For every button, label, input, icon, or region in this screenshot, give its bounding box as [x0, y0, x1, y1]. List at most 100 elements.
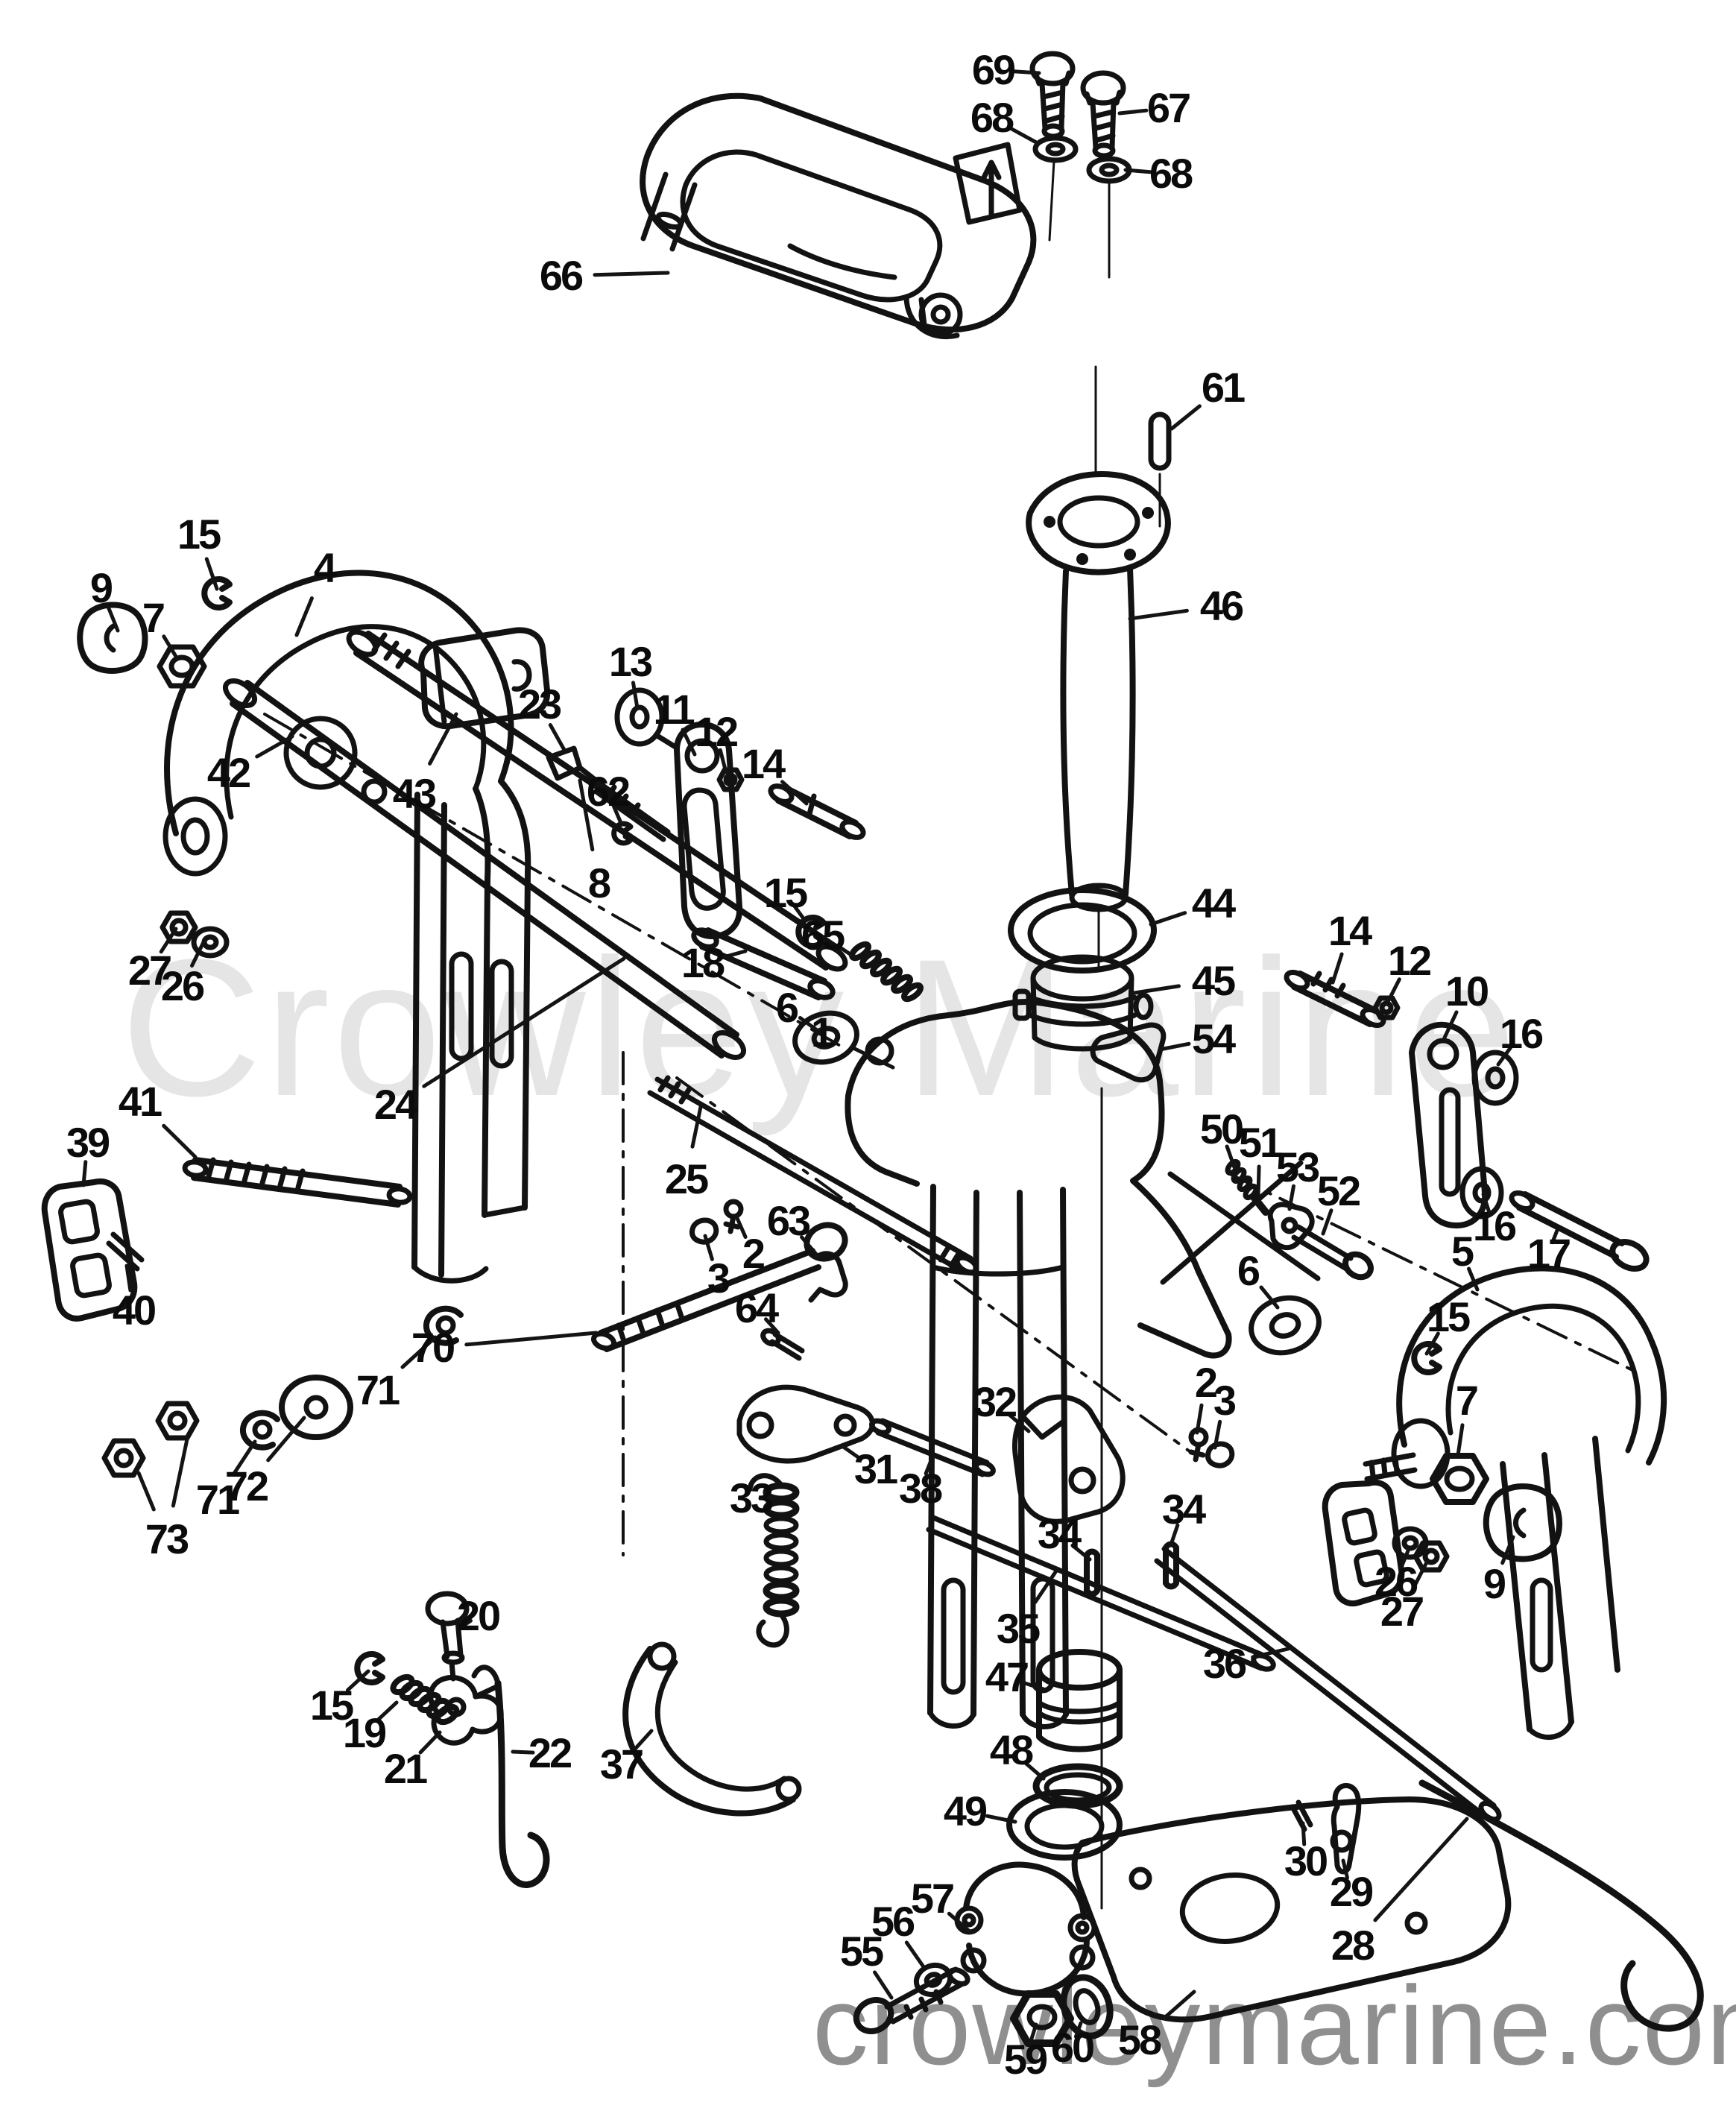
- callout-24-29: 24: [373, 1081, 418, 1128]
- hook-rod-28: [1418, 1779, 1704, 2032]
- callout-72-81: 72: [224, 1463, 269, 1509]
- callout-69-0: 69: [971, 46, 1016, 93]
- leader-line-2-51: [1195, 1403, 1204, 1435]
- callout-3-52: 3: [1213, 1377, 1237, 1424]
- callout-41-27: 41: [118, 1078, 162, 1125]
- leader-line-45-32: [1132, 984, 1181, 995]
- leader-line-7-46: [1456, 1423, 1465, 1457]
- leader-line-16-41: [1496, 1046, 1512, 1067]
- leader-line-43-13: [428, 712, 458, 766]
- leader-line-16-42: [1481, 1192, 1492, 1214]
- leader-line-15-7: [204, 557, 219, 591]
- leader-line-35-56: [1033, 1568, 1059, 1604]
- leader-line-46-6: [1128, 608, 1189, 621]
- leader-line-18-20: [719, 949, 748, 960]
- leader-line-65-22: [835, 944, 858, 960]
- callout-22-74: 22: [528, 1729, 572, 1776]
- callout-16-42: 16: [1472, 1202, 1517, 1249]
- leader-line-71-82: [232, 1439, 257, 1476]
- leader-line-38-71: [924, 1453, 935, 1476]
- nuts-and-knobs: [77, 602, 1562, 2047]
- steering-handle-bracket: [640, 92, 1037, 339]
- callout-71-82: 71: [195, 1476, 240, 1523]
- clamp-bracket-left: [162, 569, 531, 1284]
- pins-and-bolts: [106, 783, 1650, 2034]
- callout-26-26: 26: [160, 962, 205, 1009]
- callout-61-5: 61: [1201, 364, 1246, 411]
- callout-7-9: 7: [142, 594, 165, 641]
- leader-line-71-80: [400, 1335, 438, 1369]
- phantom-lines: [263, 713, 1634, 1910]
- leader-line-64-88: [764, 1317, 780, 1335]
- callout-9-8: 9: [89, 564, 113, 611]
- leader-line-19-77: [376, 1700, 399, 1722]
- leader-line-20-75: [460, 1618, 473, 1629]
- leader-line-12-15: [718, 748, 728, 774]
- leader-line-73-83: [136, 1471, 156, 1512]
- e-clip-15-mid: [795, 915, 827, 949]
- leader-line-2-85: [734, 1214, 748, 1239]
- callout-17-43: 17: [1527, 1230, 1571, 1277]
- washers: [191, 687, 1519, 1998]
- callout-43-13: 43: [392, 770, 437, 817]
- leader-line-44-31: [1149, 911, 1187, 927]
- callout-34-54: 34: [1037, 1510, 1082, 1557]
- leader-line-70-79: [464, 1331, 599, 1347]
- leader-line-3-86: [703, 1234, 714, 1261]
- callout-14-38: 14: [1328, 907, 1372, 954]
- callout-23-12: 23: [517, 681, 562, 728]
- callout-57-60: 57: [910, 1875, 955, 1922]
- leader-line-23-12: [548, 723, 566, 752]
- leader-line-49-59: [985, 1814, 1017, 1824]
- callout-38-71: 38: [898, 1465, 943, 1512]
- callout-58-65: 58: [1117, 2016, 1162, 2063]
- callout-15-7: 15: [177, 511, 221, 558]
- callout-70-79: 70: [411, 1324, 455, 1371]
- clamp-45: [1012, 954, 1154, 1052]
- callout-55-62: 55: [839, 1928, 884, 1975]
- leader-line-8-19: [578, 778, 595, 852]
- leader-line-26-26: [190, 938, 206, 968]
- leader-line-73-83: [171, 1433, 190, 1508]
- bolt-67-washer-68: [1080, 70, 1132, 279]
- leader-line-9-47: [1500, 1535, 1515, 1565]
- leader-line-7-9: [162, 634, 180, 661]
- callout-73-83: 73: [145, 1515, 189, 1562]
- watermark-crowleymarine-url: crowleymarine.com: [812, 1963, 1736, 2088]
- callout-30-66: 30: [1284, 1837, 1328, 1884]
- leader-line-53-36: [1287, 1184, 1295, 1211]
- leader-line-66-4: [593, 271, 670, 277]
- leader-line-17-43: [1550, 1226, 1560, 1245]
- callout-65-22: 65: [801, 912, 845, 959]
- leader-line-48-58: [1023, 1761, 1046, 1781]
- leader-line-50-34: [1225, 1144, 1237, 1170]
- leader-line-37-73: [633, 1729, 654, 1752]
- clip-62: [611, 821, 634, 846]
- leader-line-27-49: [1410, 1560, 1429, 1591]
- callout-33-69: 33: [729, 1474, 774, 1521]
- tilt-tube-24: [222, 678, 747, 1061]
- leader-line-14-16: [780, 780, 809, 806]
- leader-line-3-52: [1213, 1419, 1222, 1450]
- leader-line-29-67: [1341, 1858, 1349, 1880]
- callout-9-47: 9: [1483, 1560, 1506, 1607]
- callout-5-44: 5: [1451, 1228, 1474, 1275]
- pin-18: [691, 927, 836, 1000]
- callout-4-10: 4: [313, 544, 337, 591]
- callout-42-18: 42: [206, 749, 251, 796]
- callout-6-23: 6: [775, 984, 799, 1031]
- callout-63-87: 63: [766, 1197, 811, 1244]
- callout-53-36: 53: [1275, 1143, 1320, 1190]
- callout-49-59: 49: [943, 1788, 988, 1834]
- callout-27-49: 27: [1380, 1588, 1424, 1635]
- callout-48-58: 48: [989, 1726, 1034, 1773]
- leader-line-21-76: [418, 1730, 442, 1755]
- leader-line-13-11: [631, 681, 640, 710]
- tilt-ring-44: [1008, 887, 1157, 974]
- callout-29-67: 29: [1329, 1868, 1374, 1915]
- e-clip-15-left: [201, 576, 233, 610]
- leader-line-41-27: [162, 1123, 198, 1159]
- callout-54-33: 54: [1191, 1015, 1236, 1062]
